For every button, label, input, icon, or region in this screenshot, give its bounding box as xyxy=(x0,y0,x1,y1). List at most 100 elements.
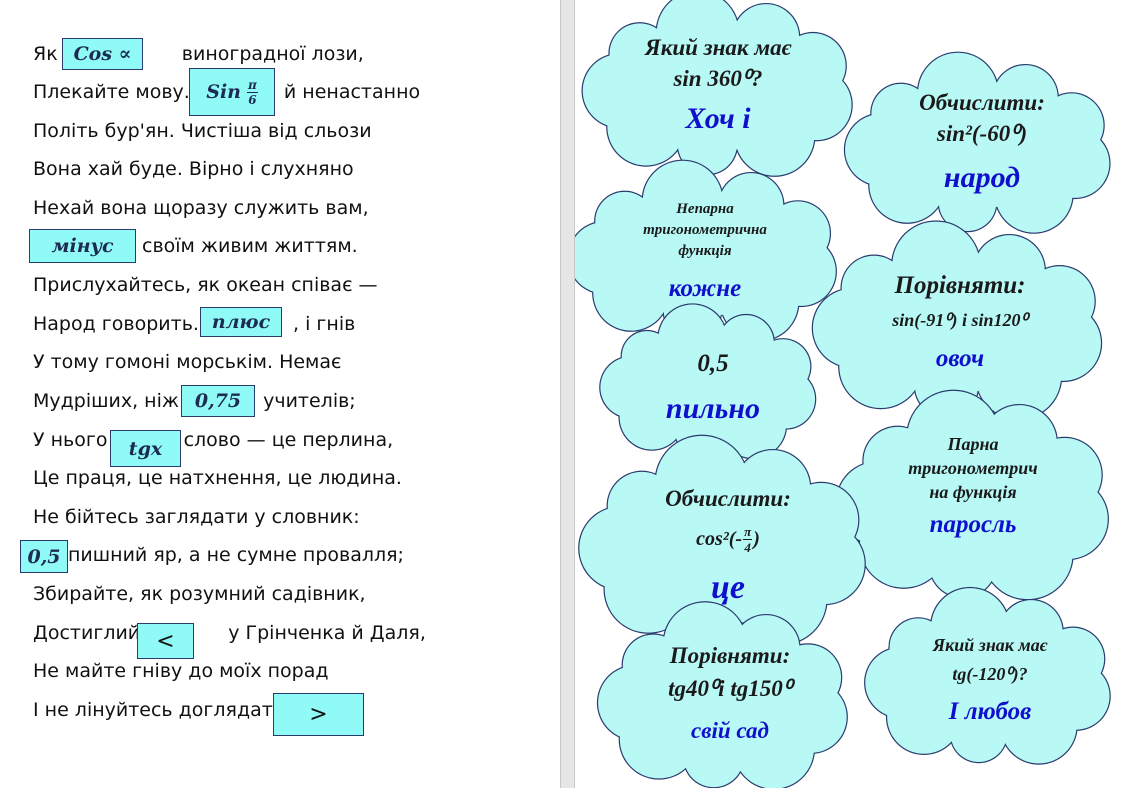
cloud-5-text[interactable]: 0,5 пильно xyxy=(623,346,803,429)
cloud-3-question-2: тригонометрична xyxy=(643,222,767,238)
poem-line-2: Плекайте мову. й ненастанно xyxy=(33,80,420,104)
cloud-4-text[interactable]: Порівняти: sin(-91⁰) і sin120⁰ овоч xyxy=(845,269,1075,378)
cloud-3-text[interactable]: Непарна тригонометрична функція кожне xyxy=(600,199,810,306)
cloud-7-core xyxy=(611,474,839,616)
clouds-layer xyxy=(575,0,1111,788)
poem-line-12: Це праця, це натхнення, це людина. xyxy=(33,467,402,489)
poem-line-18: І не лінуйтесь доглядать xyxy=(33,699,285,721)
answer-box-sin[interactable]: Sin π 6 xyxy=(189,68,275,116)
cloud-6-core xyxy=(869,429,1081,571)
poem-text: й ненастанно xyxy=(283,81,421,103)
poem-line-17: Не майте гніву до моїх порад xyxy=(33,660,329,682)
cloud-6-question-3: на функція xyxy=(929,482,1017,502)
poem-text: У нього xyxy=(33,429,108,451)
poem-text: Як xyxy=(33,43,58,65)
cloud-2-shape xyxy=(843,51,1111,234)
cloud-2-question-2: sin²(-60⁰) xyxy=(936,121,1028,146)
answer-box-minus[interactable]: мінус xyxy=(29,229,136,263)
cloud-7-text[interactable]: Обчислити: cos²(- π 4 ) це xyxy=(633,484,823,611)
poem-line-9: У тому гомоні морськім. Немає xyxy=(33,351,342,373)
cloud-3-shape xyxy=(575,159,837,342)
poem-text: Плекайте мову. xyxy=(33,81,190,103)
poem-text: Народ говорить. xyxy=(33,313,199,335)
cloud-1-question: Який знак має xyxy=(644,35,792,60)
cloud-4-answer: овоч xyxy=(935,345,985,372)
poem-line-5: Нехай вона щоразу служить вам, xyxy=(33,197,369,219)
fraction-numerator: π xyxy=(246,77,258,93)
poem-line-6: своїм живим життям. xyxy=(142,235,358,257)
answer-box-greater-than[interactable]: > xyxy=(273,693,364,736)
cloud-1-answer: Хоч і xyxy=(685,102,751,135)
fraction: π 4 xyxy=(743,523,753,555)
cloud-2-question: Обчислити: xyxy=(919,90,1045,115)
poem-line-16: Достиглий у Грінченка й Даля, xyxy=(33,621,426,645)
cloud-7-question: Обчислити: xyxy=(665,486,791,511)
cloud-5-shape xyxy=(599,303,817,460)
cloud-9-shape xyxy=(864,586,1111,765)
poem-line-4: Вона хай буде. Вірно і слухняно xyxy=(33,158,354,180)
cloud-1-question-2: sin 360⁰? xyxy=(673,66,763,91)
cloud-3-answer: кожне xyxy=(668,275,742,302)
answer-box-05[interactable]: 0,5 xyxy=(20,540,68,573)
fraction: π 6 xyxy=(246,77,258,107)
poem-text: виноградної лози, xyxy=(181,43,364,65)
cloud-6-question-2: тригонометрич xyxy=(908,458,1038,478)
poem-line-3: Політь бур'ян. Чистіша від сльози xyxy=(33,120,372,142)
cloud-8-core xyxy=(627,637,823,763)
cloud-2-answer: народ xyxy=(943,161,1021,194)
cloud-7-answer: це xyxy=(711,569,745,606)
poem-text: учителів; xyxy=(263,390,356,412)
fraction-denominator: 6 xyxy=(248,92,257,107)
cloud-8-question: Порівняти: xyxy=(669,643,791,668)
page-divider xyxy=(560,0,575,788)
cloud-5-core xyxy=(624,333,796,437)
cloud-1-shape xyxy=(581,0,853,177)
poem-line-13: Не бійтесь заглядати у словник: xyxy=(33,506,360,528)
fraction-denominator: 4 xyxy=(744,539,751,555)
cloud-8-question-2: tg40⁰і tg150⁰ xyxy=(668,676,792,701)
poem-text: Мудріших, ніж xyxy=(33,390,179,412)
poem-text: Достиглий xyxy=(33,622,141,644)
closing-paren: ) xyxy=(753,528,760,550)
cloud-3-core xyxy=(595,194,815,316)
answer-box-cos[interactable]: Cos ∝ xyxy=(62,38,143,70)
fraction-numerator: π xyxy=(743,523,753,540)
cloud-1-core xyxy=(610,25,830,151)
poem-text: , і гнів xyxy=(293,313,356,335)
cloud-4-shape xyxy=(811,220,1103,421)
cloud-6-text[interactable]: Парна тригонометрич на функція паросль xyxy=(873,432,1073,542)
cloud-8-text[interactable]: Порівняти: tg40⁰і tg150⁰ свій сад xyxy=(620,641,840,750)
poem-line-7: Прислухайтесь, як океан співає — xyxy=(33,274,378,296)
cloud-5-answer: пильно xyxy=(665,392,761,425)
cloud-2-core xyxy=(872,86,1088,208)
cloud-6-answer: паросль xyxy=(929,511,1017,538)
cloud-9-question: Який знак має xyxy=(932,635,1048,655)
sin-label: Sin xyxy=(206,81,241,103)
poem-line-8: Народ говорить. , і гнів xyxy=(33,312,355,336)
cloud-9-answer: І любов xyxy=(948,698,1032,725)
poem-line-1: Як виноградної лози, xyxy=(33,42,364,66)
poem-line-10: Мудріших, ніж учителів; xyxy=(33,389,356,413)
cloud-9-core xyxy=(892,620,1088,740)
poem-line-14: пишний яр, а не сумне провалля; xyxy=(68,544,404,566)
cloud-3-question: Непарна xyxy=(676,201,734,217)
clouds-page: Який знак має sin 360⁰? Хоч і Обчислити:… xyxy=(575,0,1135,788)
cos-expression: cos²(- xyxy=(696,528,743,550)
cloud-3-question-3: функція xyxy=(678,243,732,259)
poem-line-15: Збирайте, як розумний садівник, xyxy=(33,583,366,605)
answer-box-less-than[interactable]: < xyxy=(137,623,194,659)
cloud-4-core xyxy=(843,258,1077,392)
cloud-8-shape xyxy=(596,601,848,788)
poem-page: Як виноградної лози, Плекайте мову. й не… xyxy=(0,0,560,788)
cloud-8-answer: свій сад xyxy=(691,718,769,743)
cloud-2-text[interactable]: Обчислити: sin²(-60⁰) народ xyxy=(867,87,1097,200)
answer-box-plus[interactable]: плюс xyxy=(200,307,282,337)
cloud-9-question-2: tg(-120⁰)? xyxy=(952,664,1028,684)
answer-box-tgx[interactable]: tgx xyxy=(110,430,181,467)
cloud-5-question: 0,5 xyxy=(697,350,729,377)
cloud-7-question-2: cos²(- π 4 ) xyxy=(633,517,823,561)
cloud-4-question-2: sin(-91⁰) і sin120⁰ xyxy=(892,310,1028,330)
cloud-9-text[interactable]: Який знак має tg(-120⁰)? І любов xyxy=(890,632,1090,730)
answer-box-075[interactable]: 0,75 xyxy=(181,385,255,417)
cloud-1-text[interactable]: Який знак має sin 360⁰? Хоч і xyxy=(603,32,833,141)
